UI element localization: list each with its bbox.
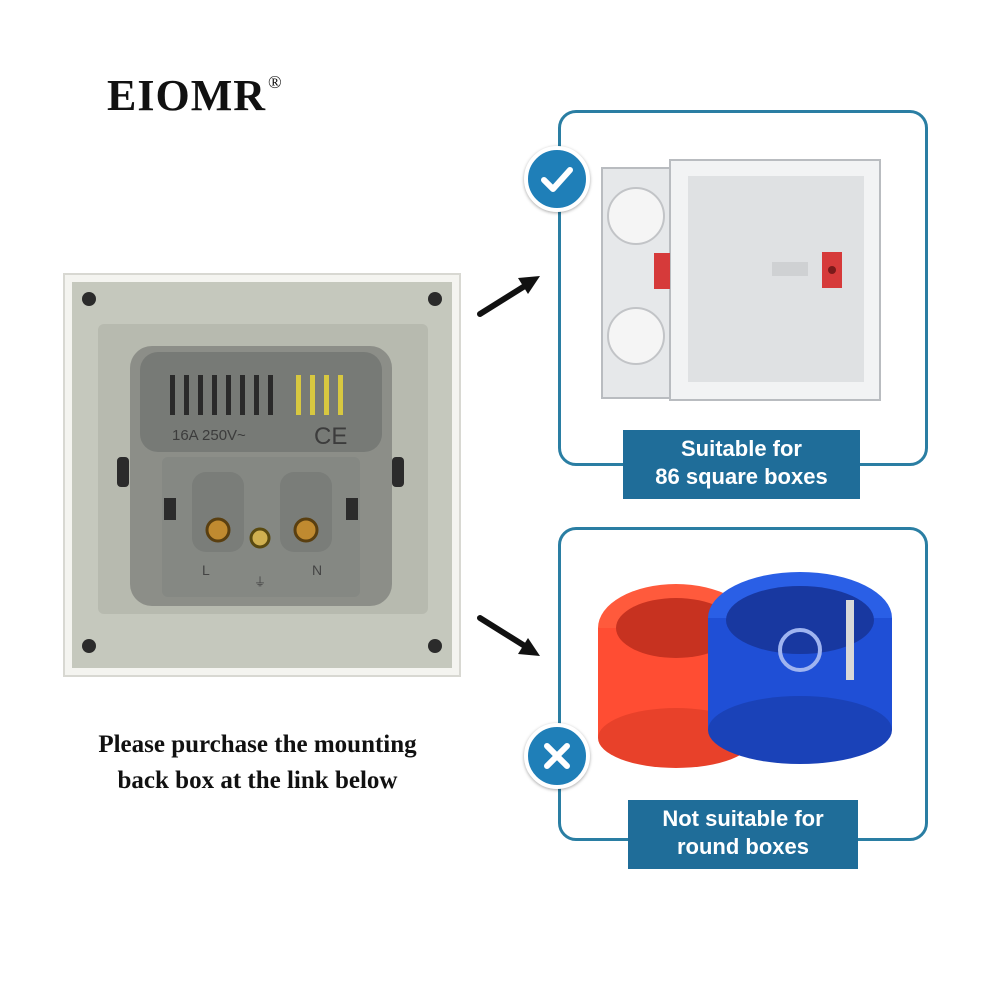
registered-mark: ® [268,72,283,92]
suitable-line1: Suitable for [680,436,802,461]
live-letter: L [202,562,210,578]
brand-name: EIOMR [107,71,266,120]
suitable-label: Suitable for 86 square boxes [623,430,860,499]
caption-line2: back box at the link below [117,767,398,794]
not-suitable-label: Not suitable for round boxes [628,800,858,869]
screw-hole [82,292,96,306]
check-icon [524,146,590,212]
purchase-caption: Please purchase the mounting back box at… [30,727,485,799]
cross-icon [524,723,590,789]
neutral-letter: N [312,562,322,578]
screw-hole [428,292,442,306]
suitable-line2: 86 square boxes [655,464,828,489]
screw-hole [428,639,442,653]
arrow-down-right-icon [477,615,540,656]
round-boxes-image [598,572,892,768]
arrow-up-right-icon [477,276,540,317]
neutral-terminal [293,517,319,543]
live-terminal [205,517,231,543]
socket-back-image: 16A 250V~ CE L ⏚ N [63,273,461,677]
screw-hole [82,639,96,653]
not-suitable-line2: round boxes [676,834,809,859]
earth-symbol: ⏚ [254,575,266,589]
not-suitable-line1: Not suitable for [662,806,824,831]
ce-mark: CE [314,423,347,450]
rating-text: 16A 250V~ [172,427,246,444]
earth-terminal [249,527,271,549]
caption-line1: Please purchase the mounting [98,731,417,758]
square-box-image [601,159,881,401]
brand-logo: EIOMR® [107,70,283,121]
